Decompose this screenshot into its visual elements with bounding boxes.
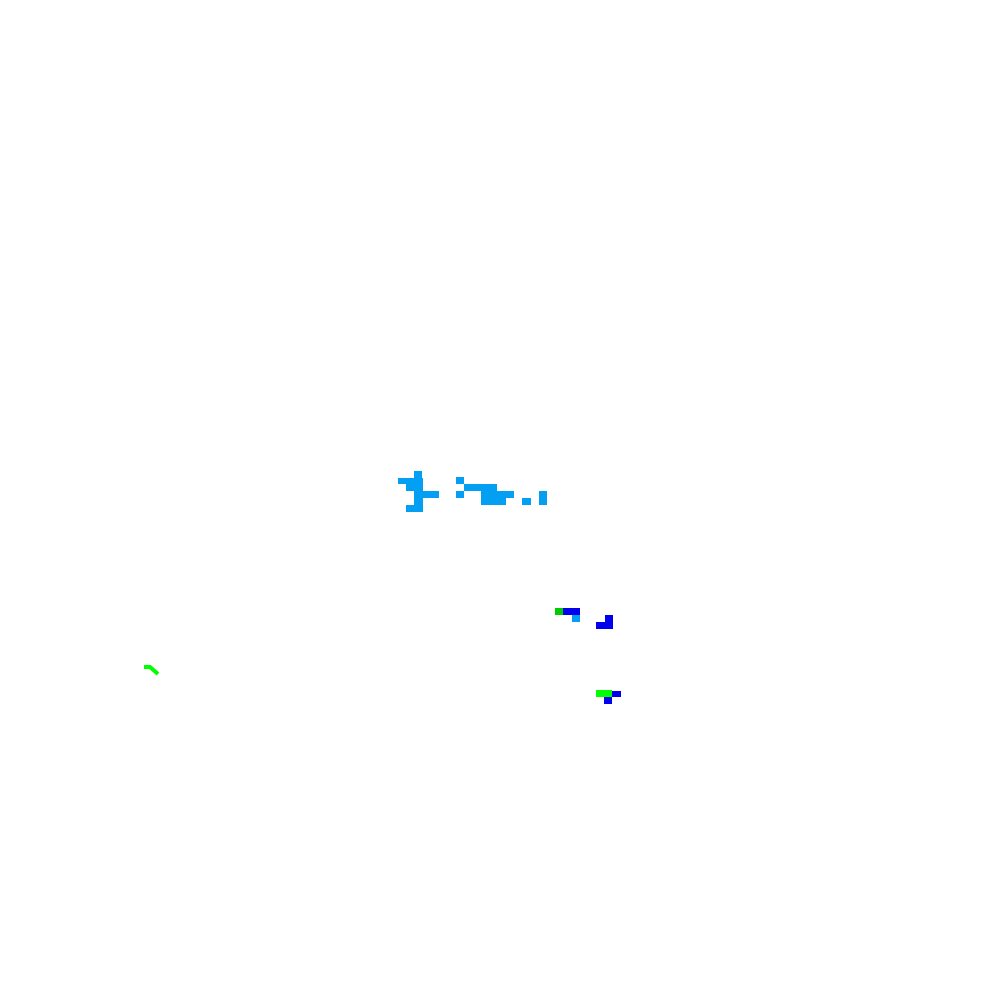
pixel-block — [414, 491, 439, 498]
pixel-block — [596, 690, 612, 697]
pixel-block — [414, 498, 423, 505]
green-stroke-mark — [144, 665, 160, 676]
pixel-block — [414, 471, 422, 480]
pixel-block — [572, 615, 580, 622]
pixel-block — [612, 691, 621, 697]
pixel-block — [398, 478, 423, 484]
pixel-block — [456, 477, 464, 484]
pixel-block — [539, 491, 547, 505]
pixel-block — [481, 498, 506, 505]
pixel-block — [596, 622, 613, 629]
pixel-block — [456, 491, 464, 498]
pixel-block — [555, 608, 563, 615]
pixel-block — [604, 697, 612, 704]
pixel-block — [406, 484, 423, 491]
pixel-block — [563, 608, 580, 615]
pixel-block — [406, 505, 423, 512]
pixel-block — [605, 615, 613, 622]
pixel-block — [464, 484, 497, 491]
pixel-block — [481, 491, 514, 498]
pixel-block — [522, 498, 531, 505]
